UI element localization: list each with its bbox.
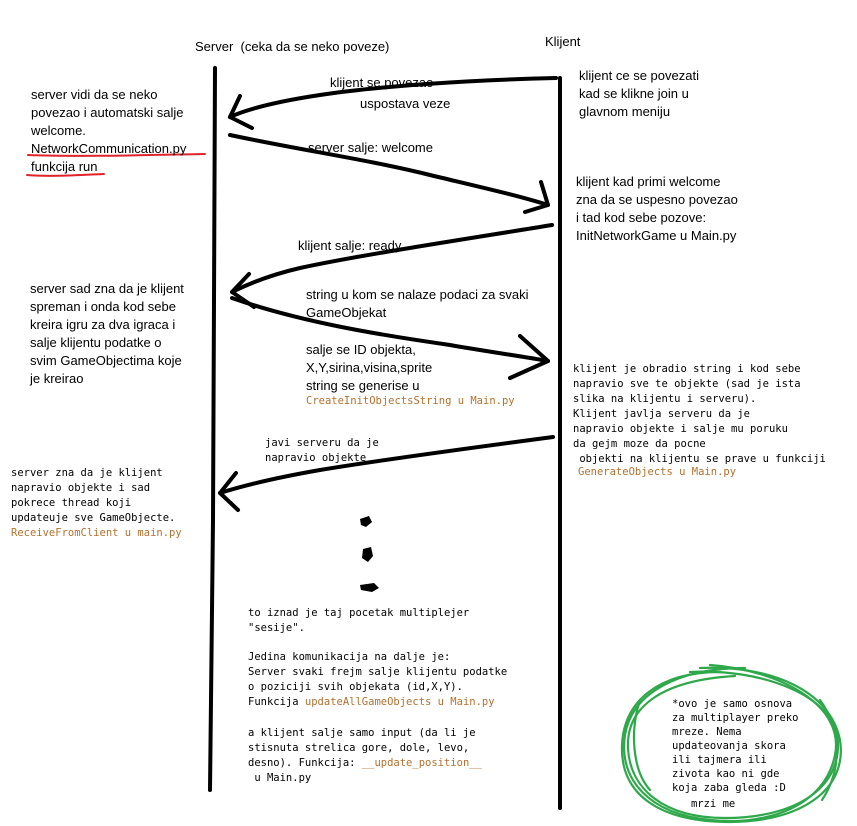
code-reference: updateAllGameObjects u Main.py	[304, 696, 495, 708]
note-line: desno). Funkcija: __update_position__	[248, 756, 482, 771]
note-line: slika na klijentu i serveru).	[573, 393, 757, 405]
note-line: welcome.	[31, 123, 86, 138]
code-reference: __update_position__	[361, 757, 482, 769]
message-label: uspostava veze	[360, 96, 451, 111]
server-header: Server (ceka da se neko poveze)	[195, 39, 390, 54]
note-line: u Main.py	[248, 772, 312, 784]
red-underline	[26, 153, 206, 177]
note-line: a klijent salje samo input (da li je	[248, 727, 476, 739]
note-line: zna da se uspesno povezao	[576, 192, 738, 207]
server-lifeline	[208, 66, 217, 792]
note-line: klijent ce se povezati	[579, 68, 699, 83]
note-line: mrzi me	[672, 798, 736, 810]
note-line: klijent je obradio string i kod sebe	[573, 363, 801, 375]
note-line: povezao i automatski salje	[31, 105, 184, 120]
message-label: klijent salje: ready	[298, 238, 402, 253]
note-line: koja zaba gleda :D	[672, 782, 786, 794]
note-line: kad se klikne join u	[579, 86, 689, 101]
message-label: server salje: welcome	[308, 140, 433, 155]
note-line: i tad kod sebe pozove:	[576, 210, 707, 225]
note-line: napravio objekte i sad	[11, 482, 151, 494]
note-line: Klijent javlja serveru da je	[573, 408, 751, 420]
note-line: da gejm moze da pocne	[573, 438, 706, 450]
code-reference: ReceiveFromClient u main.py	[11, 527, 182, 539]
message-label: X,Y,sirina,visina,sprite	[306, 360, 433, 375]
note-line: to iznad je taj pocetak multiplejer	[248, 607, 470, 619]
text-fragment: desno). Funkcija:	[248, 757, 362, 769]
message-label: napravio objekte	[265, 452, 367, 464]
note-line: *ovo je samo osnova	[672, 698, 793, 710]
note-line: objekti na klijentu se prave u funkciji	[573, 453, 826, 465]
note-line: updateuje sve GameObjecte.	[11, 512, 176, 524]
note-line: mreze. Nema	[672, 726, 742, 738]
note-line: kreira igru za dva igraca i	[30, 317, 176, 332]
note-line: glavnom meniju	[579, 104, 671, 119]
arrow-objects-ready	[218, 435, 555, 512]
note-line: server vidi da se neko	[31, 87, 158, 102]
note-line: pokrece thread koji	[11, 497, 132, 509]
note-line: updateovanja skora	[672, 740, 786, 752]
note-line: napravio objekte i salje mu poruku	[573, 423, 788, 435]
note-line: Server svaki frejm salje klijentu podatk…	[248, 666, 508, 678]
text-fragment: Funkcija	[248, 696, 305, 708]
arrow-init-objects	[230, 296, 550, 380]
note-line: o poziciji svih objekata (id,X,Y).	[248, 681, 463, 693]
note-line: klijent kad primi welcome	[576, 174, 721, 189]
continuation-dots	[360, 516, 379, 592]
message-label: javi serveru da je	[265, 437, 379, 449]
note-line: ili tajmera ili	[672, 754, 767, 766]
note-line: je kreirao	[30, 371, 84, 386]
note-line: zivota kao ni gde	[672, 768, 780, 780]
note-line: "sesije".	[248, 622, 305, 634]
note-line: svim GameObjectima koje	[30, 353, 182, 368]
note-line: salje klijentu podatke o	[30, 335, 162, 350]
message-label: salje se ID objekta,	[306, 342, 416, 357]
message-label: GameObjekat	[306, 305, 387, 320]
message-label: string se generise u	[306, 378, 420, 393]
note-line: Jedina komunikacija na dalje je:	[248, 651, 451, 663]
note-line: stisnuta strelica gore, dole, levo,	[248, 742, 470, 754]
code-reference: GenerateObjects u Main.py	[578, 466, 737, 478]
function-reference: funkcija run	[31, 159, 98, 174]
arrow-connect	[228, 76, 558, 130]
green-scribble	[620, 663, 842, 824]
note-line: za multiplayer preko	[672, 712, 799, 724]
note-line: Funkcija updateAllGameObjects u Main.py	[248, 695, 495, 710]
code-reference: CreateInitObjectsString u Main.py	[306, 395, 515, 407]
note-line: napravio sve te objekte (sad je ista	[573, 378, 801, 390]
note-line: spreman i onda kod sebe	[30, 299, 176, 314]
message-label: string u kom se nalaze podaci za svaki	[306, 287, 529, 302]
file-reference: NetworkCommunication.py	[31, 141, 187, 156]
message-label: klijent se povezao	[330, 75, 434, 90]
note-line: server zna da je klijent	[11, 467, 163, 479]
note-line: server sad zna da je klijent	[30, 281, 184, 296]
client-header: Klijent	[545, 34, 581, 49]
arrow-welcome	[228, 133, 550, 214]
note-line: InitNetworkGame u Main.py	[576, 228, 737, 243]
